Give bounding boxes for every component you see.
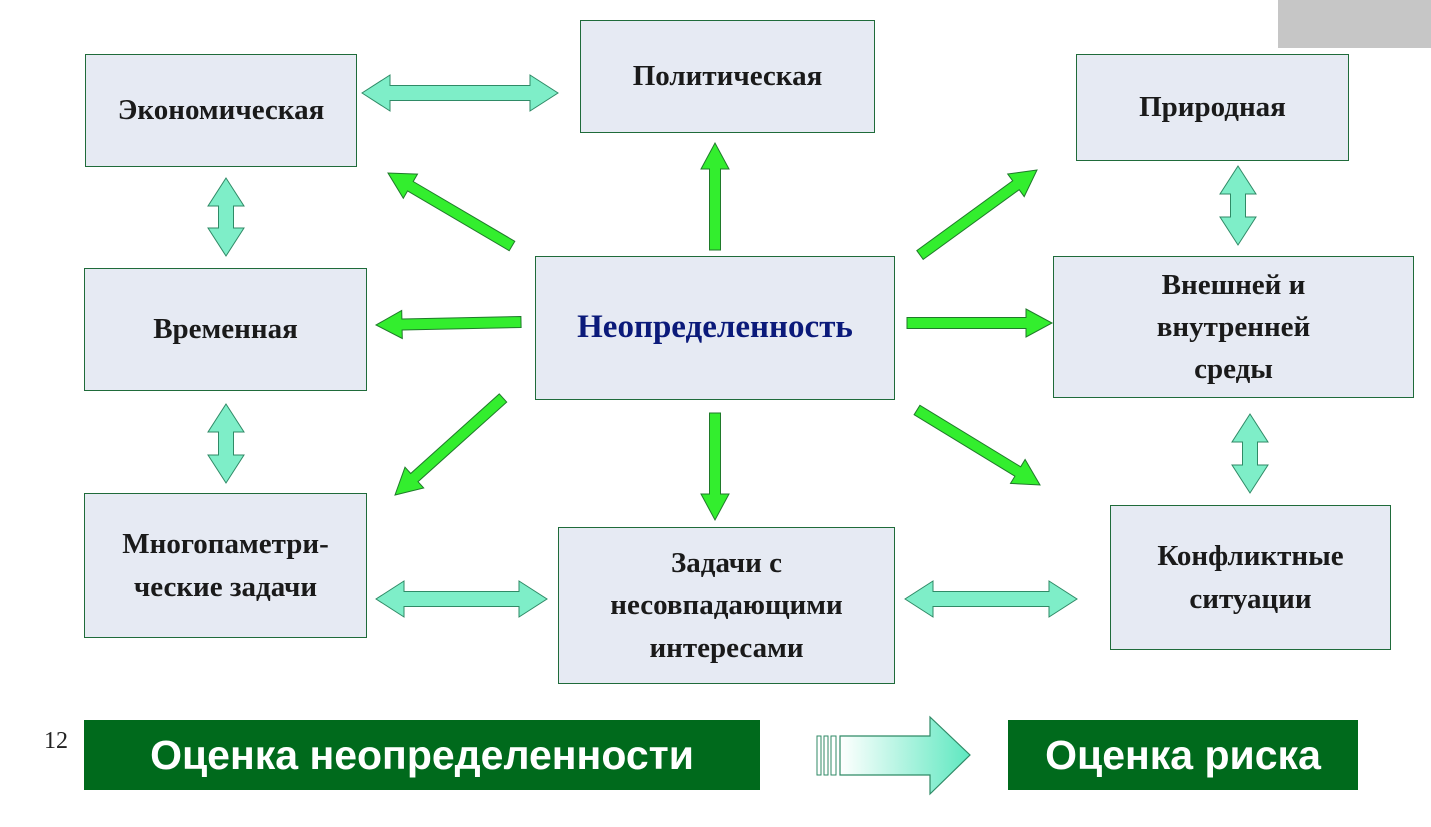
arrow-to-conflicting-interests [700,412,730,522]
arrow-to-natural [916,169,1038,261]
arrow-to-temporal [374,309,522,340]
slide-number: 12 [44,728,68,754]
connector-environment-conflict [1231,413,1269,494]
arrow-to-political [700,141,730,251]
risk-assessment-banner: Оценка риска [1008,720,1358,790]
node-temporal: Временная [84,268,367,391]
node-environment: Внешней и внутренней среды [1053,256,1414,398]
corner-tab [1278,0,1431,48]
connector-temporal-multiparam [207,403,245,484]
connector-economic-temporal [207,177,245,257]
arrow-to-environment [906,308,1054,338]
node-conflict: Конфликтные ситуации [1110,505,1391,650]
arrow-to-economic [387,172,516,252]
node-conflicting-interests: Задачи с несовпадающими интересами [558,527,895,684]
node-political: Политическая [580,20,875,133]
connector-economic-political [361,74,559,112]
node-uncertainty: Неопределенность [535,256,895,400]
connector-interests-conflict [904,580,1078,618]
arrow-to-conflict [913,404,1041,486]
connector-natural-environment [1219,165,1257,246]
uncertainty-assessment-banner: Оценка неопределенности [84,720,760,790]
node-multiparam: Многопаметри- ческие задачи [84,493,367,638]
assessment-flow-arrow [816,715,971,796]
arrow-to-multiparam [394,393,508,496]
connector-multiparam-interests [375,580,548,618]
node-economic: Экономическая [85,54,357,167]
node-natural: Природная [1076,54,1349,161]
